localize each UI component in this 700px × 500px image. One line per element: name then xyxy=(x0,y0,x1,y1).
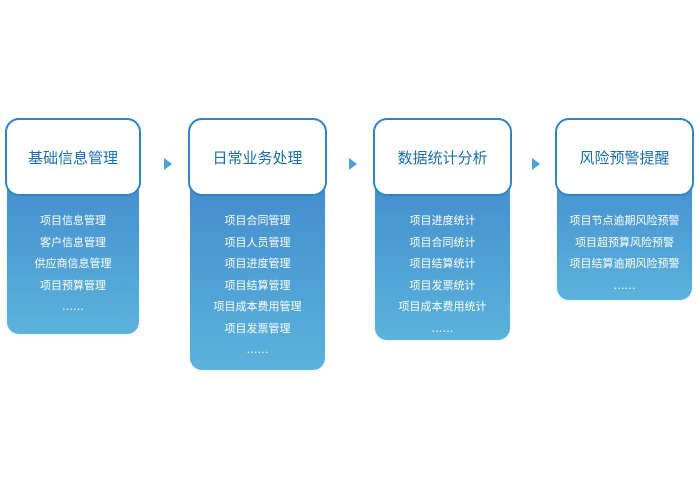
list-item: 项目预算管理 xyxy=(40,278,106,292)
list-item: 项目进度统计 xyxy=(409,214,476,227)
card-header: 日常业务处理 xyxy=(188,118,327,196)
list-item: 项目发票统计 xyxy=(409,278,476,292)
list-item: …… xyxy=(431,321,454,335)
card-basic-info: 基础信息管理 项目信息管理 客户信息管理 供应商信息管理 项目预算管理 …… xyxy=(5,118,141,334)
list-item: 项目进度管理 xyxy=(224,257,291,270)
card-header: 基础信息管理 xyxy=(5,118,141,196)
card-daily-business: 日常业务处理 项目合同管理 项目人员管理 项目进度管理 项目结算管理 项目成本费… xyxy=(188,118,327,370)
list-item: 客户信息管理 xyxy=(40,235,106,249)
card-item-list: 项目进度统计 项目合同统计 项目结算统计 项目发票统计 项目成本费用统计 …… xyxy=(375,210,510,339)
chevron-right-icon xyxy=(164,158,172,170)
list-item: 项目合同统计 xyxy=(409,235,476,249)
list-item: 项目结算逾期风险预警 xyxy=(569,257,680,270)
list-item: 供应商信息管理 xyxy=(34,257,112,270)
card-header: 风险预警提醒 xyxy=(555,118,694,196)
card-item-list: 项目节点逾期风险预警 项目超预算风险预警 项目结算逾期风险预警 …… xyxy=(557,210,692,296)
card-header: 数据统计分析 xyxy=(373,118,512,196)
card-risk-warning: 风险预警提醒 项目节点逾期风险预警 项目超预算风险预警 项目结算逾期风险预警 …… xyxy=(555,118,694,300)
card-title: 日常业务处理 xyxy=(212,148,303,167)
list-item: …… xyxy=(246,343,269,356)
list-item: 项目合同管理 xyxy=(224,214,291,227)
list-item: 项目信息管理 xyxy=(40,214,106,227)
list-item: 项目节点逾期风险预警 xyxy=(569,214,680,227)
list-item: 项目结算统计 xyxy=(409,257,476,270)
card-title: 风险预警提醒 xyxy=(579,148,670,167)
list-item: …… xyxy=(613,278,636,292)
card-item-list: 项目信息管理 客户信息管理 供应商信息管理 项目预算管理 …… xyxy=(7,210,139,318)
chevron-right-icon xyxy=(349,158,357,170)
list-item: 项目成本费用统计 xyxy=(398,300,487,313)
list-item: 项目结算管理 xyxy=(224,278,291,292)
card-statistics: 数据统计分析 项目进度统计 项目合同统计 项目结算统计 项目发票统计 项目成本费… xyxy=(373,118,512,340)
list-item: 项目超预算风险预警 xyxy=(575,235,674,249)
chevron-right-icon xyxy=(532,158,540,170)
list-item: 项目发票管理 xyxy=(224,321,291,335)
list-item: …… xyxy=(62,300,84,313)
list-item: 项目成本费用管理 xyxy=(213,300,302,313)
list-item: 项目人员管理 xyxy=(224,235,291,249)
card-item-list: 项目合同管理 项目人员管理 项目进度管理 项目结算管理 项目成本费用管理 项目发… xyxy=(190,210,325,361)
card-title: 数据统计分析 xyxy=(397,148,488,167)
card-title: 基础信息管理 xyxy=(27,148,118,167)
